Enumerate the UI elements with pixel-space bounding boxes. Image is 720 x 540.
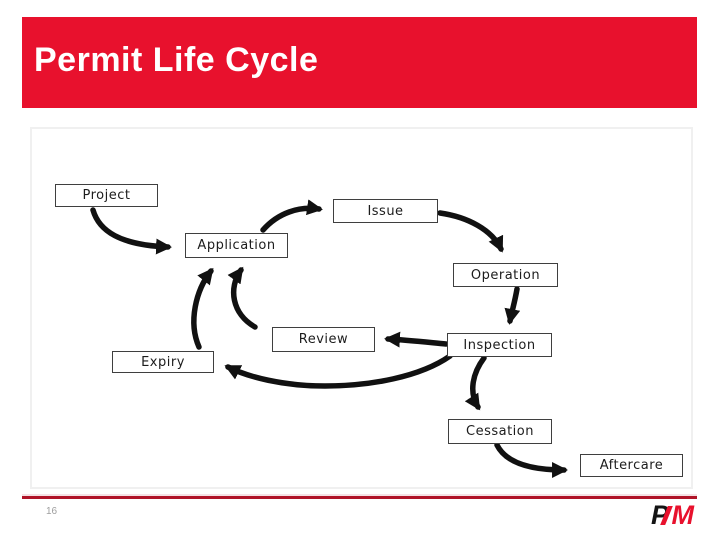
diagram-panel <box>30 127 693 489</box>
node-inspection: Inspection <box>447 333 552 357</box>
node-cessation: Cessation <box>448 419 552 444</box>
logo-letter-m: M <box>671 500 695 530</box>
node-issue: Issue <box>333 199 438 223</box>
node-operation: Operation <box>453 263 558 287</box>
title-banner: Permit Life Cycle <box>22 17 697 108</box>
node-project: Project <box>55 184 158 207</box>
footer-divider <box>22 496 697 499</box>
node-aftercare: Aftercare <box>580 454 683 477</box>
node-review: Review <box>272 327 375 352</box>
node-application: Application <box>185 233 288 258</box>
pm-logo: P M <box>651 502 694 529</box>
slide-title: Permit Life Cycle <box>34 41 319 79</box>
page-number: 16 <box>46 506 58 517</box>
node-expiry: Expiry <box>112 351 214 373</box>
